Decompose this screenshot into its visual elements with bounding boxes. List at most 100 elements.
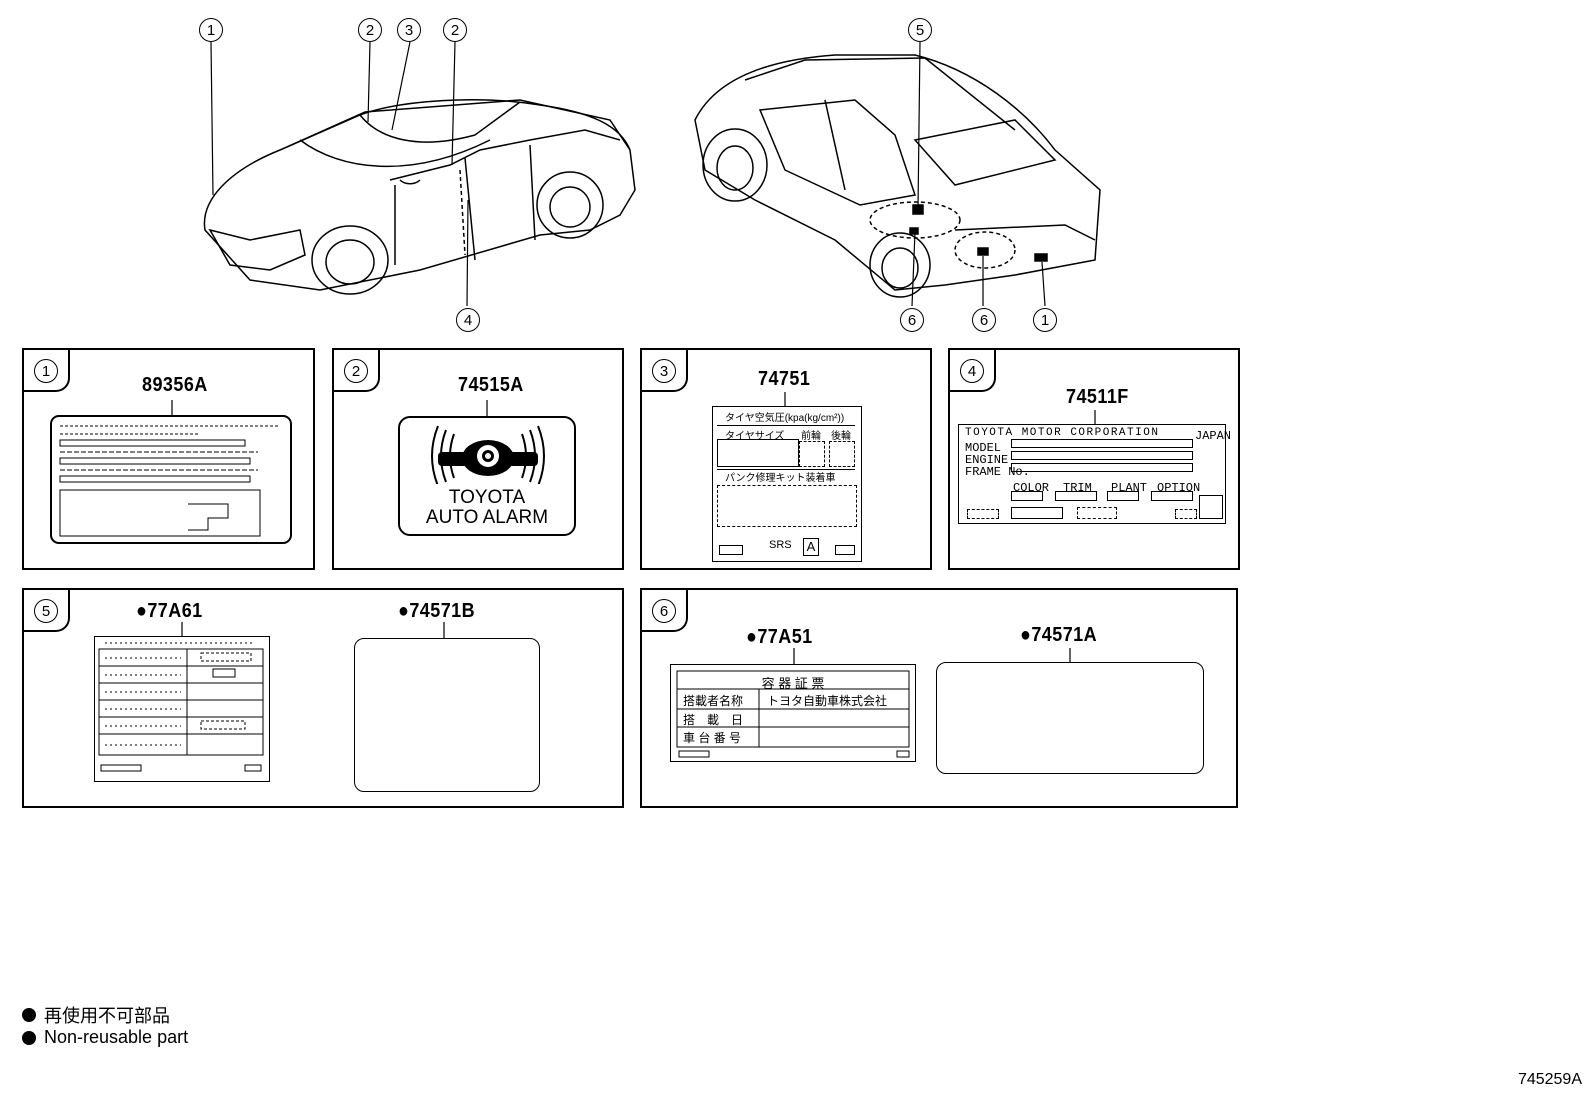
color-box <box>1011 491 1043 501</box>
engine-box <box>1011 451 1193 460</box>
panel-tab: 5 <box>24 590 70 632</box>
front-label: 前輪 <box>801 431 821 442</box>
leader-lines <box>210 41 1046 307</box>
repair-kit-box <box>717 485 857 527</box>
row2-label: 搭 載 日 <box>683 713 744 727</box>
frame-box <box>1011 463 1193 472</box>
rear-box <box>829 441 855 467</box>
car-rear-illustration <box>694 54 1101 298</box>
part-number-74571a: ●74571A <box>1020 624 1098 646</box>
divider <box>717 469 855 470</box>
row1-label: 搭載者名称 <box>683 694 744 708</box>
leaders-6 <box>793 648 1071 664</box>
panel-index: 4 <box>960 359 984 383</box>
bottom-box-4 <box>1175 509 1197 519</box>
callout-front-2a: 2 <box>358 18 382 42</box>
callout-rear-5: 5 <box>908 18 932 42</box>
srs-text: SRS <box>769 539 792 551</box>
panel-index: 6 <box>652 599 676 623</box>
japan-text: JAPAN <box>1195 429 1232 443</box>
bullet-icon <box>22 1030 36 1045</box>
panel-4: 4 74511F TOYOTA MOTOR CORPORATION JAPAN … <box>948 348 1240 570</box>
part-number: 89356A <box>142 374 208 396</box>
callout-front-1: 1 <box>199 18 223 42</box>
panel-index: 3 <box>652 359 676 383</box>
callout-rear-6b: 6 <box>972 308 996 332</box>
alarm-text-toyota: TOYOTA <box>448 487 526 508</box>
panel-6: 6 ●77A51 ●74571A 容 器 証 票 搭載者名称 トヨタ自動車株式会… <box>640 588 1238 808</box>
panel-tab: 2 <box>334 350 380 392</box>
part-number: 74751 <box>758 368 811 390</box>
repair-kit-label: パンク修理キット装着車 <box>725 473 836 484</box>
bottom-box-2 <box>1011 507 1063 519</box>
part-number-74571b: ●74571B <box>398 600 476 622</box>
model-box <box>1011 439 1193 448</box>
part-number-77a61: ●77A61 <box>136 600 203 622</box>
car-front-illustration <box>203 99 636 295</box>
option-box <box>1151 491 1193 501</box>
label-74511f: TOYOTA MOTOR CORPORATION JAPAN MODEL ENG… <box>958 424 1231 524</box>
srs-mark: A <box>803 538 819 556</box>
figure-id: 745259A <box>1517 1071 1582 1088</box>
callout-rear-6a: 6 <box>900 308 924 332</box>
legend-jp: 再使用不可部品 <box>22 1002 170 1028</box>
panel-index: 5 <box>34 599 58 623</box>
legend-jp-text: 再使用不可部品 <box>44 1006 170 1026</box>
rear-label: 後輪 <box>831 431 851 442</box>
label-89356a <box>50 400 292 544</box>
plate-leader <box>1094 410 1096 424</box>
table-77a61 <box>98 642 264 772</box>
part-number: 74511F <box>1066 386 1129 408</box>
label-77a51: 容 器 証 票 搭載者名称 トヨタ自動車株式会社 搭 載 日 車 台 番 号 <box>670 664 916 762</box>
alarm-icon <box>431 425 545 484</box>
front-box <box>799 441 825 467</box>
tire-box <box>717 439 799 467</box>
callout-rear-1: 1 <box>1033 308 1057 332</box>
model-label: MODEL <box>965 441 1002 455</box>
legend-en: Non-reusable part <box>22 1027 188 1048</box>
divider <box>717 425 855 426</box>
panel-2: 2 74515A TOYOTA AUTO ALARM <box>332 348 624 570</box>
label-77a61 <box>94 636 270 782</box>
panel-tab: 6 <box>642 590 688 632</box>
part-number-77a51: ●77A51 <box>746 626 813 648</box>
bottom-box-1 <box>967 509 999 519</box>
bullet-icon <box>22 1008 36 1022</box>
row3-label: 車 台 番 号 <box>683 731 742 745</box>
label-74751: タイヤ空気圧(kpa(kg/cm²)) タイヤサイズ 前輪 後輪 パンク修理キッ… <box>712 406 862 562</box>
row1-value: トヨタ自動車株式会社 <box>767 694 888 708</box>
legend-en-text: Non-reusable part <box>44 1027 189 1047</box>
panel-index: 1 <box>34 359 58 383</box>
panel-tab: 4 <box>950 350 996 392</box>
panel-tab: 3 <box>642 350 688 392</box>
panel-3: 3 74751 タイヤ空気圧(kpa(kg/cm²)) タイヤサイズ 前輪 後輪… <box>640 348 932 570</box>
callout-front-3: 3 <box>397 18 421 42</box>
leaders-5 <box>181 622 445 638</box>
plant-box <box>1107 491 1139 501</box>
trim-box <box>1055 491 1097 501</box>
corp-text: TOYOTA MOTOR CORPORATION <box>965 427 1160 439</box>
label-74571b <box>354 638 540 792</box>
label-74571a <box>936 662 1204 774</box>
side-box <box>1199 495 1223 519</box>
small-box-right <box>835 545 855 555</box>
engine-label: ENGINE <box>965 453 1009 467</box>
panel-5: 5 ●77A61 ●74571B <box>22 588 624 808</box>
panel-tab: 1 <box>24 350 70 392</box>
tire-title: タイヤ空気圧(kpa(kg/cm²)) <box>725 413 845 424</box>
tire-leader <box>784 392 786 408</box>
part-number: 74515A <box>458 374 524 396</box>
callout-front-4: 4 <box>456 308 480 332</box>
cert-title: 容 器 証 票 <box>761 676 825 691</box>
panel-1: 1 89356A <box>22 348 315 570</box>
frame-label: FRAME No. <box>965 465 1030 479</box>
alarm-text-auto-alarm: AUTO ALARM <box>425 507 549 528</box>
table-77a51 <box>676 670 910 758</box>
panel-index: 2 <box>344 359 368 383</box>
small-box-left <box>719 545 743 555</box>
label-74515a: TOYOTA AUTO ALARM <box>398 416 576 536</box>
callout-front-2b: 2 <box>443 18 467 42</box>
tire-size-label: タイヤサイズ <box>725 431 785 442</box>
alarm-leader <box>486 400 488 418</box>
bottom-box-3 <box>1077 507 1117 519</box>
